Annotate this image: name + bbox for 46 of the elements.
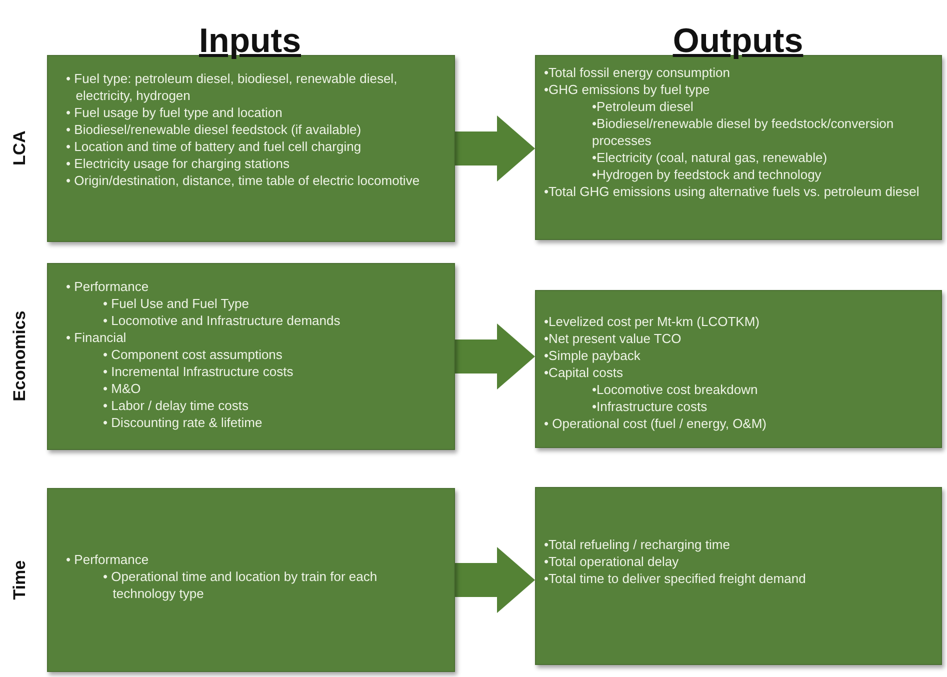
bullet-item: • Location and time of battery and fuel cell charging	[66, 138, 362, 155]
bullet-item: •Levelized cost per Mt-km (LCOTKM)	[544, 313, 760, 330]
bullet-item: • Operational time and location by train for each technology type	[103, 568, 378, 602]
block-arrow	[455, 547, 535, 613]
content-box	[47, 488, 455, 672]
bullet-item: • Fuel Use and Fuel Type	[103, 295, 250, 312]
bullet-item: • Discounting rate & lifetime	[103, 414, 264, 431]
bullet-item: • Incremental Infrastructure costs	[103, 363, 294, 380]
content-box	[535, 487, 942, 665]
bullet-item: •GHG emissions by fuel type	[544, 81, 711, 98]
bullet-item: •Total GHG emissions using alternative fuels vs. petroleum diesel	[544, 183, 920, 200]
row-label: Economics	[10, 310, 30, 402]
bullet-item: •Total operational delay	[544, 553, 680, 570]
bullet-item: • Labor / delay time costs	[103, 397, 250, 414]
block-arrow	[455, 324, 535, 390]
bullet-item: • Electricity usage for charging stations	[66, 155, 290, 172]
bullet-item: • Financial	[66, 329, 128, 346]
bullet-item: •Hydrogen by feedstock and technology	[592, 166, 822, 183]
bullet-item: •Infrastructure costs	[592, 398, 708, 415]
bullet-item: • Origin/destination, distance, time table of electric locomotive	[66, 172, 421, 189]
bullet-item: •Petroleum diesel	[592, 98, 694, 115]
bullet-item: •Simple payback	[544, 347, 642, 364]
bullet-item: • Fuel type: petroleum diesel, biodiesel, renewable diesel, electricity, hydrogen	[66, 70, 398, 104]
bullet-item: • Performance	[66, 278, 150, 295]
bullet-item: •Electricity (coal, natural gas, renewable)	[592, 149, 828, 166]
content-box	[535, 290, 942, 448]
row-label: LCA	[10, 130, 30, 166]
bullet-item: • Biodiesel/renewable diesel feedstock (if available)	[66, 121, 362, 138]
bullet-item: • Locomotive and Infrastructure demands	[103, 312, 342, 329]
bullet-item: •Capital costs	[544, 364, 624, 381]
row-label: Time	[10, 560, 30, 600]
bullet-item: •Total fossil energy consumption	[544, 64, 731, 81]
bullet-item: • Fuel usage by fuel type and location	[66, 104, 284, 121]
column-heading: Outputs	[672, 22, 804, 61]
bullet-item: • M&O	[103, 380, 142, 397]
bullet-item: • Operational cost (fuel / energy, O&M)	[544, 415, 768, 432]
bullet-item: •Net present value TCO	[544, 330, 682, 347]
bullet-item: • Performance	[66, 550, 150, 568]
column-heading: Inputs	[199, 22, 301, 61]
block-arrow	[455, 116, 535, 182]
content-box	[47, 263, 455, 450]
bullet-item: •Total time to deliver specified freight demand	[544, 570, 807, 587]
bullet-item: •Total refueling / recharging time	[544, 536, 731, 553]
bullet-item: • Component cost assumptions	[103, 346, 284, 363]
bullet-item: •Locomotive cost breakdown	[592, 381, 759, 398]
bullet-item: •Biodiesel/renewable diesel by feedstock/conversion processes	[592, 115, 895, 149]
